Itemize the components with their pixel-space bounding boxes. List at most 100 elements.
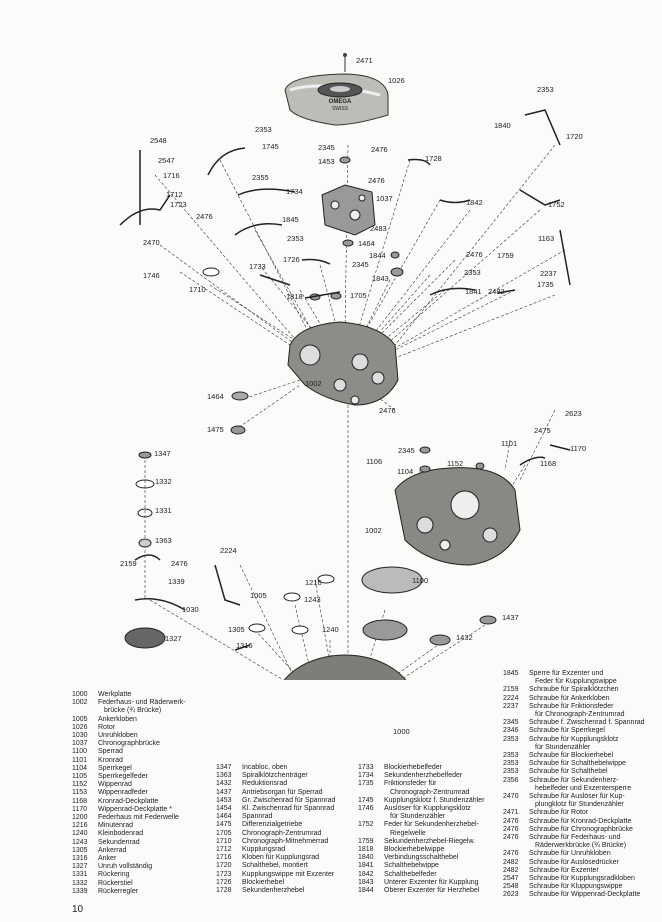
- legend-row: Räderwerkbrücke (¾ Brücke): [503, 842, 645, 850]
- legend-part-name: Blockierhebel: [242, 878, 285, 886]
- legend-row: 1728 Sekundenherzhebel: [216, 887, 335, 895]
- legend-part-name: Rotor: [98, 723, 116, 731]
- legend-part-name: Kronrad: [98, 756, 123, 764]
- part-label: 1106: [366, 457, 382, 466]
- legend-part-number: [503, 842, 529, 850]
- legend-part-name: Chronograph-Zentrumrad: [390, 788, 470, 796]
- legend-part-name: Verbindungsschalthebel: [384, 854, 459, 862]
- part-label: 1841: [465, 287, 482, 296]
- part-label: 1842: [466, 198, 483, 207]
- part-label: 2476: [371, 145, 388, 154]
- legend-part-name: Kupplungsrad: [242, 846, 286, 854]
- legend-part-number: 1105: [72, 773, 88, 781]
- legend-part-name: Chronograph-Zentrumrad: [242, 829, 322, 837]
- barrel-bridge-upper: [287, 321, 399, 406]
- part-label: 1327: [165, 634, 182, 643]
- legend-part-number: [358, 830, 384, 838]
- legend-part-name: Unruh vollständig: [98, 863, 153, 871]
- legend-part-name: Kupplungswippe mit Exzenter: [242, 870, 335, 878]
- legend-part-number: 2353: [503, 752, 519, 760]
- legend-row: 1030 Unruhkloben: [72, 732, 186, 740]
- legend-part-name: Räderwerkbrücke (¾ Brücke): [535, 842, 627, 850]
- legend-part-name: Chronographbrücke: [98, 740, 160, 748]
- legend-part-name: Feder für Kupplungswippe: [535, 678, 617, 686]
- legend-part-name: Friktionsfeder für: [384, 780, 437, 788]
- legend-part-number: 1716: [216, 854, 232, 862]
- legend-part-number: 2470: [503, 793, 519, 801]
- legend-part-name: hebelfeder und Exzentersperre: [535, 784, 632, 792]
- legend-part-name: Rückerstiel: [98, 879, 133, 887]
- legend-part-name: Kleinbodenrad: [98, 830, 144, 838]
- legend-part-number: 2548: [503, 883, 519, 891]
- part-label: 1475: [207, 425, 224, 434]
- part-label: 1840: [494, 121, 511, 130]
- legend-part-number: 1101: [72, 756, 88, 764]
- legend-part-name: Schraube für Schalthebelwippe: [529, 760, 626, 768]
- part-label: 1759: [497, 251, 514, 260]
- legend-part-number: 1841: [358, 862, 374, 870]
- legend-part-number: 1728: [216, 887, 232, 895]
- legend-part-name: Schraube für Rotor: [529, 809, 589, 817]
- legend-part-name: Blockierhebelfeder: [384, 764, 442, 771]
- legend-row: 2471 Schraube für Rotor: [503, 809, 645, 817]
- part-label: 2355: [252, 173, 269, 182]
- legend-part-number: 1002: [72, 699, 88, 707]
- legend-part-number: 1759: [358, 837, 374, 845]
- part-label: 1437: [502, 613, 519, 622]
- legend-part-name: Ankerrad: [98, 846, 127, 854]
- legend-part-number: 1745: [358, 796, 374, 804]
- legend-part-number: 2471: [503, 809, 519, 817]
- legend-part-number: 2353: [503, 735, 519, 743]
- part-label: 1305: [228, 625, 245, 634]
- legend-part-name: Sekundenherzhebel: [242, 887, 305, 895]
- legend-part-number: [72, 707, 98, 715]
- legend-part-number: 1437: [216, 788, 232, 796]
- legend-part-name: Anker: [98, 855, 117, 863]
- part-label: 1705: [350, 291, 367, 300]
- legend-part-name: Kupplungsklotz f. Stundenzähler: [384, 796, 485, 804]
- part-label: 2476: [466, 250, 483, 259]
- legend-part-number: 1818: [358, 846, 374, 854]
- legend-part-name: Antriebsorgan für Sperrad: [242, 788, 323, 796]
- legend-part-number: [503, 801, 529, 809]
- legend-part-name: Schraube für Federhaus- und: [529, 834, 621, 842]
- legend-part-number: 1464: [216, 813, 232, 821]
- legend-part-name: Schraube für Schalthebel: [529, 768, 608, 776]
- legend-part-number: [358, 813, 384, 821]
- legend-part-name: Schraube für Spiralklötzchen: [529, 686, 619, 694]
- legend-part-name: Unruhkloben: [98, 732, 138, 740]
- legend-part-number: 1240: [72, 830, 88, 838]
- legend-part-name: Werkplatte: [98, 691, 132, 698]
- legend-part-number: 2482: [503, 866, 519, 874]
- rotor-brand-logo: OMEGA: [329, 99, 352, 105]
- legend-part-number: 1712: [216, 846, 232, 854]
- legend-part-name: Reduktionsrad: [242, 780, 288, 788]
- legend-part-number: 2345: [503, 719, 519, 727]
- legend-part-name: Auslöser für Kupplungsklotz: [384, 805, 471, 813]
- part-label: 1710: [189, 285, 206, 294]
- legend-part-name: Blockierhebelwippe: [384, 846, 445, 854]
- legend-part-number: 1030: [72, 732, 88, 740]
- part-label: 1464: [358, 239, 375, 248]
- legend-part-name: Schraube für Sperrkegel: [529, 727, 605, 735]
- legend-part-name: Feder für Sekundenherzhebel-: [384, 821, 479, 829]
